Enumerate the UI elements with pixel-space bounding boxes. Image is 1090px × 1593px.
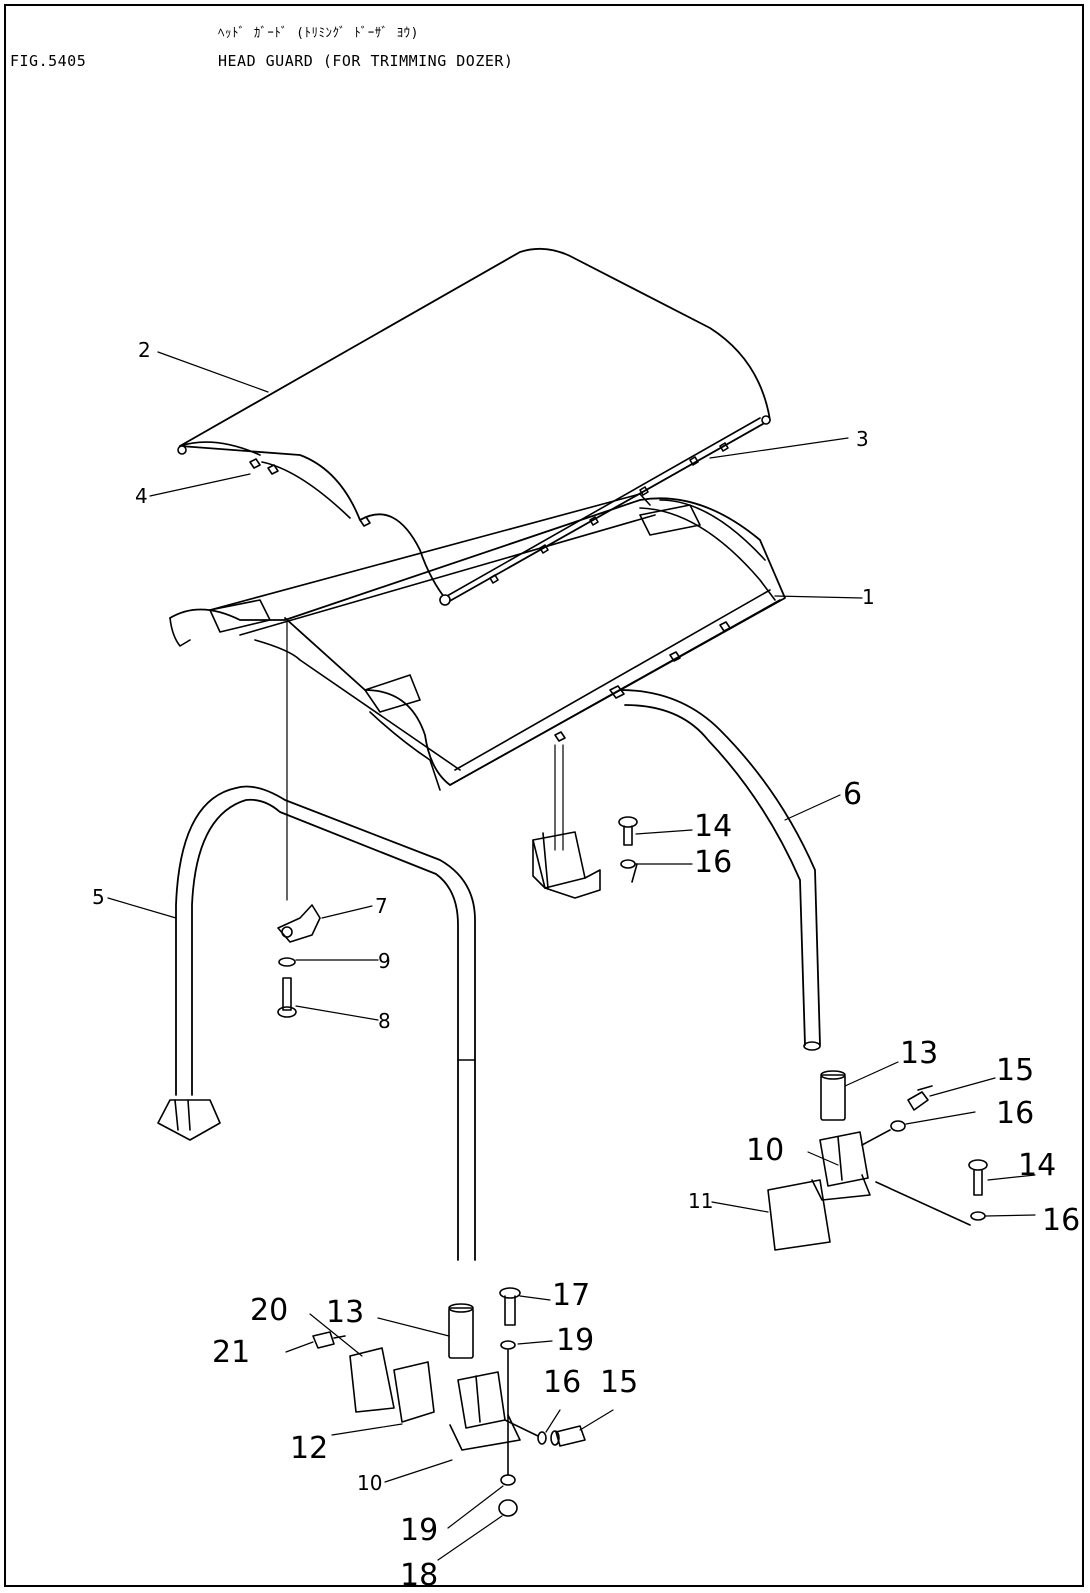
assembly-line-5	[861, 1129, 891, 1146]
assembly-line-8	[504, 1419, 539, 1437]
callout-15-right: 15	[996, 1053, 1034, 1088]
leader-lines	[107, 351, 1036, 1561]
callout-14-upper: 14	[694, 809, 732, 844]
callout-21: 21	[212, 1335, 250, 1370]
roof-panel	[177, 247, 771, 606]
washer-16-upper	[620, 859, 636, 869]
callout-5: 5	[92, 885, 105, 909]
callout-13-lower: 13	[326, 1295, 364, 1330]
callout-4: 4	[135, 484, 148, 508]
callout-14-right: 14	[1018, 1148, 1056, 1183]
page-title: HEAD GUARD (FOR TRIMMING DOZER)	[218, 52, 514, 70]
bolt-15-lower	[550, 1425, 586, 1447]
pin-13-upper	[820, 1070, 846, 1121]
callout-16-upper: 16	[694, 845, 732, 880]
japanese-title: ﾍｯﾄﾞ ｶﾞｰﾄﾞ (ﾄﾘﾐﾝｸﾞ ﾄﾞｰｻﾞ ﾖｳ)	[218, 26, 419, 41]
callout-13-right: 13	[900, 1036, 938, 1071]
callout-20: 20	[250, 1293, 288, 1328]
bolt-14-upper	[618, 816, 638, 846]
roof-bolts	[249, 442, 729, 584]
washer-16-lower	[537, 1431, 547, 1445]
bolt-14-right	[968, 1159, 988, 1196]
bracket-upper-center	[532, 831, 601, 899]
callout-18: 18	[400, 1558, 438, 1593]
roll-bar-right	[619, 689, 821, 1051]
callout-2: 2	[138, 338, 151, 362]
callout-6: 6	[843, 777, 862, 812]
callout-16-right-b: 16	[1042, 1203, 1080, 1238]
callout-17: 17	[552, 1278, 590, 1313]
drawing-frame	[4, 4, 1084, 1587]
callout-15-lower: 15	[600, 1365, 638, 1400]
bolt-21	[312, 1331, 346, 1349]
callout-16-right-a: 16	[996, 1096, 1034, 1131]
assembly-line-6	[875, 1181, 971, 1226]
callout-9: 9	[378, 949, 391, 973]
bracket-7	[277, 904, 321, 943]
plate-right	[767, 1179, 831, 1251]
washer-19-upper	[500, 1340, 516, 1350]
callout-10-lower: 10	[357, 1471, 382, 1495]
pin-13-lower	[448, 1303, 474, 1359]
bracket-lower	[349, 1347, 521, 1451]
bolt-17	[499, 1287, 521, 1326]
bolt-8	[277, 977, 297, 1018]
roll-bar-left	[157, 785, 476, 1261]
washer-16-right-a	[890, 1120, 906, 1132]
bracket-right	[811, 1131, 871, 1201]
assembly-line-4	[631, 863, 638, 883]
callout-19-lower: 19	[400, 1513, 438, 1548]
callout-10-right: 10	[746, 1133, 784, 1168]
callout-7: 7	[375, 894, 388, 918]
callout-16-lower: 16	[543, 1365, 581, 1400]
callout-1: 1	[862, 585, 875, 609]
bolt-15-right	[907, 1085, 933, 1111]
callout-8: 8	[378, 1009, 391, 1033]
callout-12: 12	[290, 1431, 328, 1466]
nut-18	[498, 1499, 518, 1517]
callout-11: 11	[688, 1189, 713, 1213]
figure-number: FIG.5405	[10, 52, 87, 70]
callout-3: 3	[856, 427, 869, 451]
roof-frame	[169, 493, 786, 791]
washer-16-right-b	[970, 1211, 986, 1221]
washer-9	[278, 957, 296, 967]
callout-19-upper: 19	[556, 1323, 594, 1358]
washer-19-lower	[500, 1474, 516, 1486]
